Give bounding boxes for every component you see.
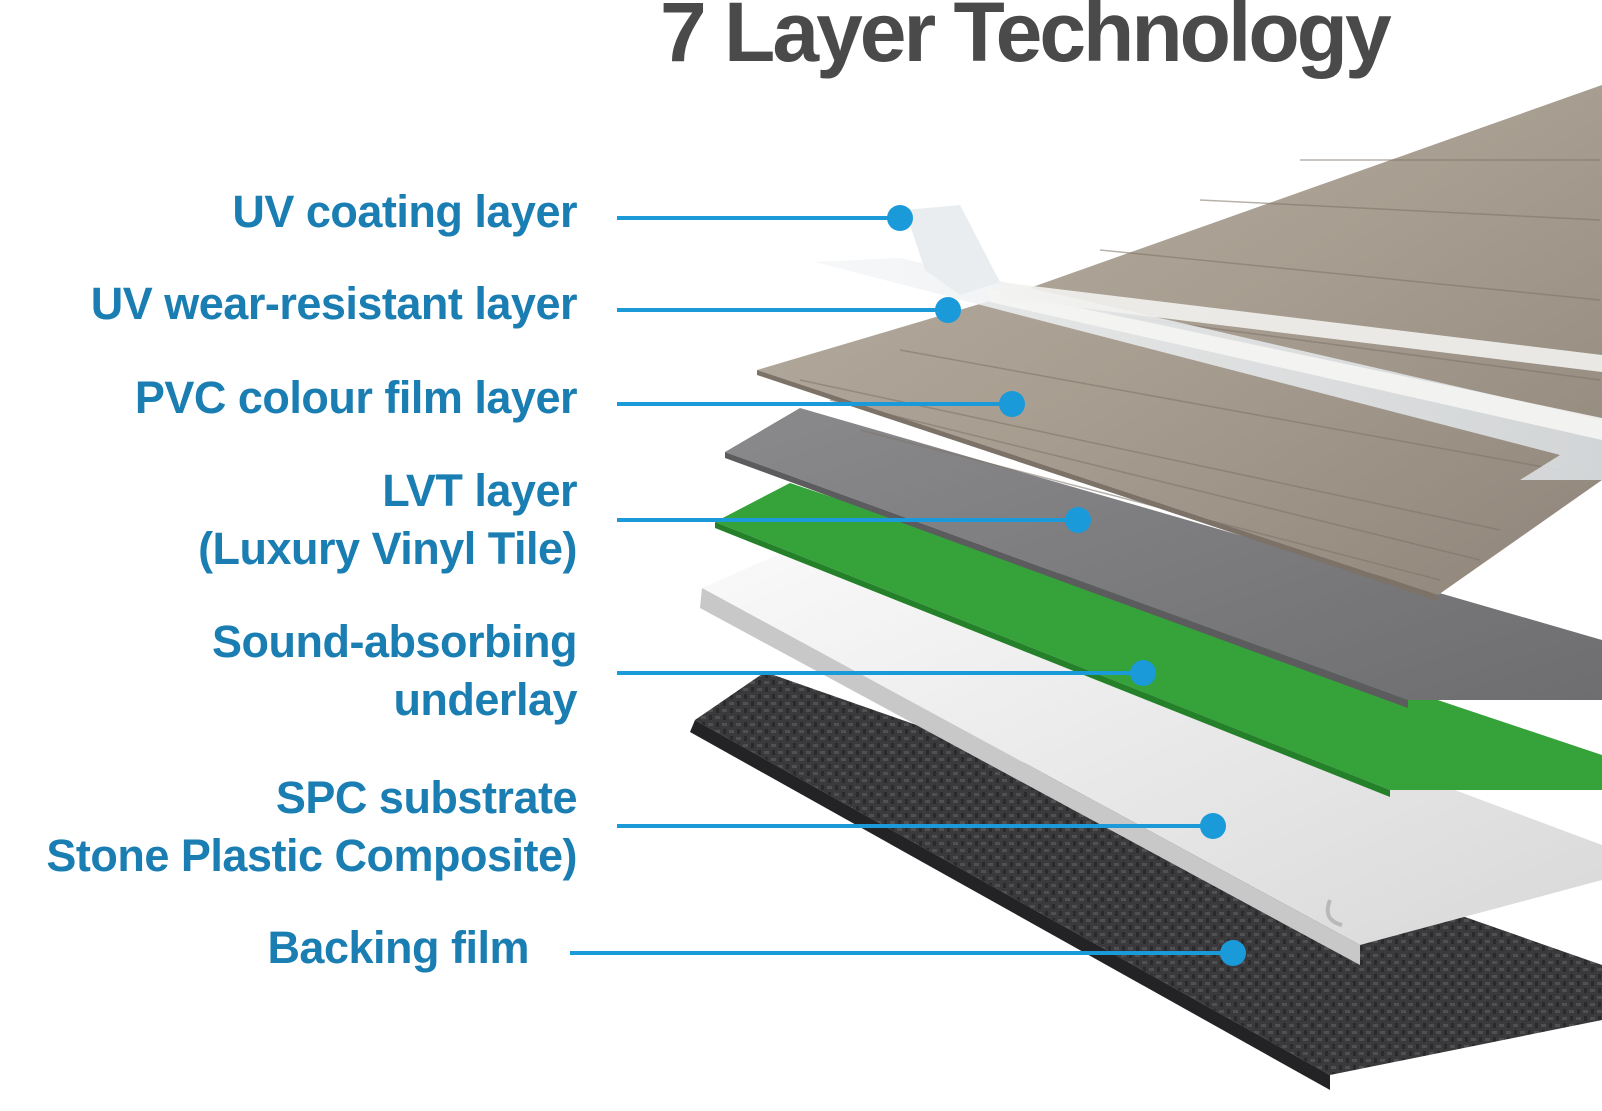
callout-dot-backing-film bbox=[1220, 940, 1246, 966]
label-backing-film: Backing film bbox=[267, 919, 529, 977]
backing-film-sheet bbox=[690, 672, 1602, 1090]
label-line: SPC substrate bbox=[275, 772, 578, 823]
label-lvt: LVT layer (Luxury Vinyl Tile) bbox=[198, 462, 577, 578]
label-line: underlay bbox=[393, 674, 577, 725]
callout-dot-spc-substrate bbox=[1200, 813, 1226, 839]
callout-dot-uv-wear-resistant bbox=[935, 297, 961, 323]
page-title: 7 Layer Technology bbox=[660, 0, 1392, 79]
callout-dot-uv-coating bbox=[887, 205, 913, 231]
label-line: PVC colour film layer bbox=[134, 372, 578, 423]
label-line: Backing film bbox=[267, 922, 529, 973]
sound-absorbing-sheet bbox=[715, 483, 1602, 797]
label-uv-wear-resistant: UV wear-resistant layer bbox=[90, 275, 578, 333]
callout-dot-lvt bbox=[1065, 507, 1091, 533]
label-uv-coating: UV coating layer bbox=[232, 183, 577, 241]
label-line: LVT layer bbox=[382, 465, 577, 516]
uv-coating-sheet bbox=[905, 205, 1602, 372]
callouts bbox=[570, 205, 1246, 966]
lvt-sheet bbox=[725, 408, 1602, 708]
uv-wear-resistant-sheet bbox=[815, 258, 1602, 480]
label-pvc-colour-film: PVC colour film layer bbox=[134, 369, 578, 427]
label-line: Sound-absorbing bbox=[212, 616, 577, 667]
label-line: UV wear-resistant layer bbox=[90, 278, 578, 329]
label-line: (Luxury Vinyl Tile) bbox=[198, 523, 577, 574]
label-line: UV coating layer bbox=[232, 186, 577, 237]
label-spc-substrate: SPC substrate Stone Plastic Composite) bbox=[46, 769, 577, 885]
callout-dot-sound-absorbing bbox=[1130, 660, 1156, 686]
spc-substrate-sheet bbox=[700, 545, 1602, 965]
callout-dot-pvc-colour-film bbox=[999, 391, 1025, 417]
label-sound-absorbing: Sound-absorbing underlay bbox=[212, 613, 577, 729]
label-line: Stone Plastic Composite) bbox=[46, 830, 577, 881]
